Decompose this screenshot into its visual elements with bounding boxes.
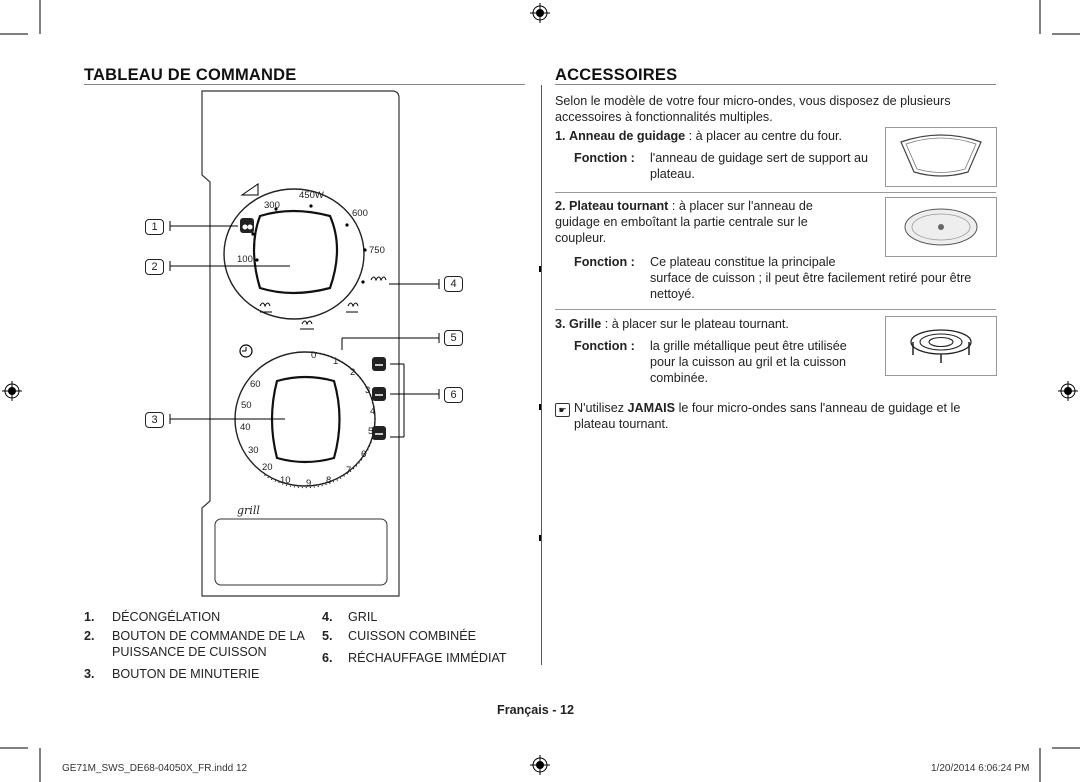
section-rule <box>84 84 525 85</box>
turntable-icon <box>904 208 978 246</box>
tick-30: 30 <box>248 445 259 456</box>
section-title-accessories: ACCESSOIRES <box>555 66 678 84</box>
accessory-2-name: Plateau tournant <box>569 199 669 213</box>
tick-300: 300 <box>264 200 280 211</box>
registration-mark-icon <box>2 381 22 401</box>
grill-rack-image <box>885 316 997 376</box>
tick-100: 100 <box>237 254 253 265</box>
accessory-3-fonction: Fonction : <box>574 339 635 353</box>
accessory-2-desc1: Ce plateau constitue la principale <box>650 255 836 269</box>
accessory-2-num: 2. <box>555 199 566 213</box>
side-mark <box>539 266 541 272</box>
accessory-1-fonction: Fonction : <box>574 151 635 165</box>
tick-2: 2 <box>350 367 356 378</box>
tick-4: 4 <box>370 406 376 417</box>
accessory-3: 3. Grille : à placer sur le plateau tour… <box>555 316 885 332</box>
accessory-1-num: 1. <box>555 129 566 143</box>
legend-text-1: DÉCONGÉLATION <box>112 610 221 624</box>
note-hand-icon: ☛ <box>555 403 570 417</box>
accessory-divider <box>555 309 996 310</box>
tick-1: 1 <box>333 356 339 367</box>
note-text: N'utilisez JAMAIS le four micro-ondes sa… <box>574 400 994 432</box>
callout-4: 4 <box>444 276 463 292</box>
legend-text-6: RÉCHAUFFAGE IMMÉDIAT <box>348 651 507 665</box>
legend-text-2: BOUTON DE COMMANDE DE LA PUISSANCE DE CU… <box>112 629 305 659</box>
accessory-1-rest: : à placer au centre du four. <box>685 129 842 143</box>
accessory-3-num: 3. <box>555 317 566 331</box>
legend-num-5: 5. <box>322 629 333 643</box>
accessory-1-name: Anneau de guidage <box>569 129 686 143</box>
legend-text-4: GRIL <box>348 610 378 624</box>
accessory-3-desc: la grille métallique peut être utilisée … <box>650 339 847 385</box>
section-title-control-panel: TABLEAU DE COMMANDE <box>84 66 297 84</box>
accessory-divider <box>555 192 996 193</box>
accessory-1-desc: l'anneau de guidage sert de support au p… <box>650 151 869 181</box>
tick-20: 20 <box>262 462 273 473</box>
note-bold: JAMAIS <box>627 401 676 415</box>
tick-40: 40 <box>240 422 251 433</box>
intro-text: Selon le modèle de votre four micro-onde… <box>555 94 951 124</box>
legend-text-3: BOUTON DE MINUTERIE <box>112 667 260 681</box>
callout-6: 6 <box>444 387 463 403</box>
tick-750: 750 <box>369 245 385 256</box>
legend-num-1: 1. <box>84 610 95 624</box>
legend-text-5: CUISSON COMBINÉE <box>348 629 477 643</box>
registration-mark-icon <box>1058 381 1078 401</box>
section-rule <box>555 84 996 85</box>
grill-rack-icon <box>910 329 972 363</box>
accessory-2-fonction: Fonction : <box>574 255 635 269</box>
tick-7: 7 <box>346 465 352 476</box>
registration-mark-icon <box>530 3 550 23</box>
grill-text: grill <box>237 504 260 517</box>
tick-60: 60 <box>250 379 261 390</box>
note-pre: N'utilisez <box>574 401 628 415</box>
page-number-label: Français - 12 <box>497 703 575 717</box>
legend-num-6: 6. <box>322 651 333 665</box>
tick-450w: 450W <box>299 190 324 201</box>
tick-600: 600 <box>352 208 368 219</box>
side-mark <box>539 535 541 541</box>
side-mark <box>539 404 541 410</box>
tick-5: 5 <box>368 426 374 437</box>
turntable-image <box>885 197 997 257</box>
tick-9: 9 <box>306 478 312 489</box>
tick-10: 10 <box>280 475 291 486</box>
tick-6: 6 <box>361 449 367 460</box>
callout-3: 3 <box>145 412 164 428</box>
legend-num-2: 2. <box>84 629 95 643</box>
accessory-2: 2. Plateau tournant : à placer sur l'ann… <box>555 198 845 246</box>
tick-50: 50 <box>241 400 252 411</box>
accessory-1: 1. Anneau de guidage : à placer au centr… <box>555 128 885 144</box>
guide-ring-icon <box>900 134 982 177</box>
callout-5: 5 <box>444 330 463 346</box>
tick-0: 0 <box>311 350 317 361</box>
accessory-3-name: Grille <box>569 317 602 331</box>
column-divider <box>541 85 542 665</box>
note-post: le four micro-ondes sans l'anneau de gui… <box>574 401 961 431</box>
tick-8: 8 <box>326 475 332 486</box>
accessory-3-rest: : à placer sur le plateau tournant. <box>601 317 789 331</box>
footer-date: 1/20/2014 6:06:24 PM <box>931 763 1030 774</box>
callout-1: 1 <box>145 219 164 235</box>
legend-num-3: 3. <box>84 667 95 681</box>
callout-2: 2 <box>145 259 164 275</box>
accessory-2-rest: : à placer sur l'anneau de guidage en em… <box>555 199 813 245</box>
legend-num-4: 4. <box>322 610 333 624</box>
accessory-2-desc2: surface de cuisson ; il peut être facile… <box>650 271 972 301</box>
registration-mark-icon <box>530 755 550 775</box>
footer-file: GE71M_SWS_DE68-04050X_FR.indd 12 <box>62 763 248 774</box>
control-panel-diagram <box>169 90 440 597</box>
tick-3: 3 <box>365 385 371 396</box>
guide-ring-image <box>885 127 997 187</box>
